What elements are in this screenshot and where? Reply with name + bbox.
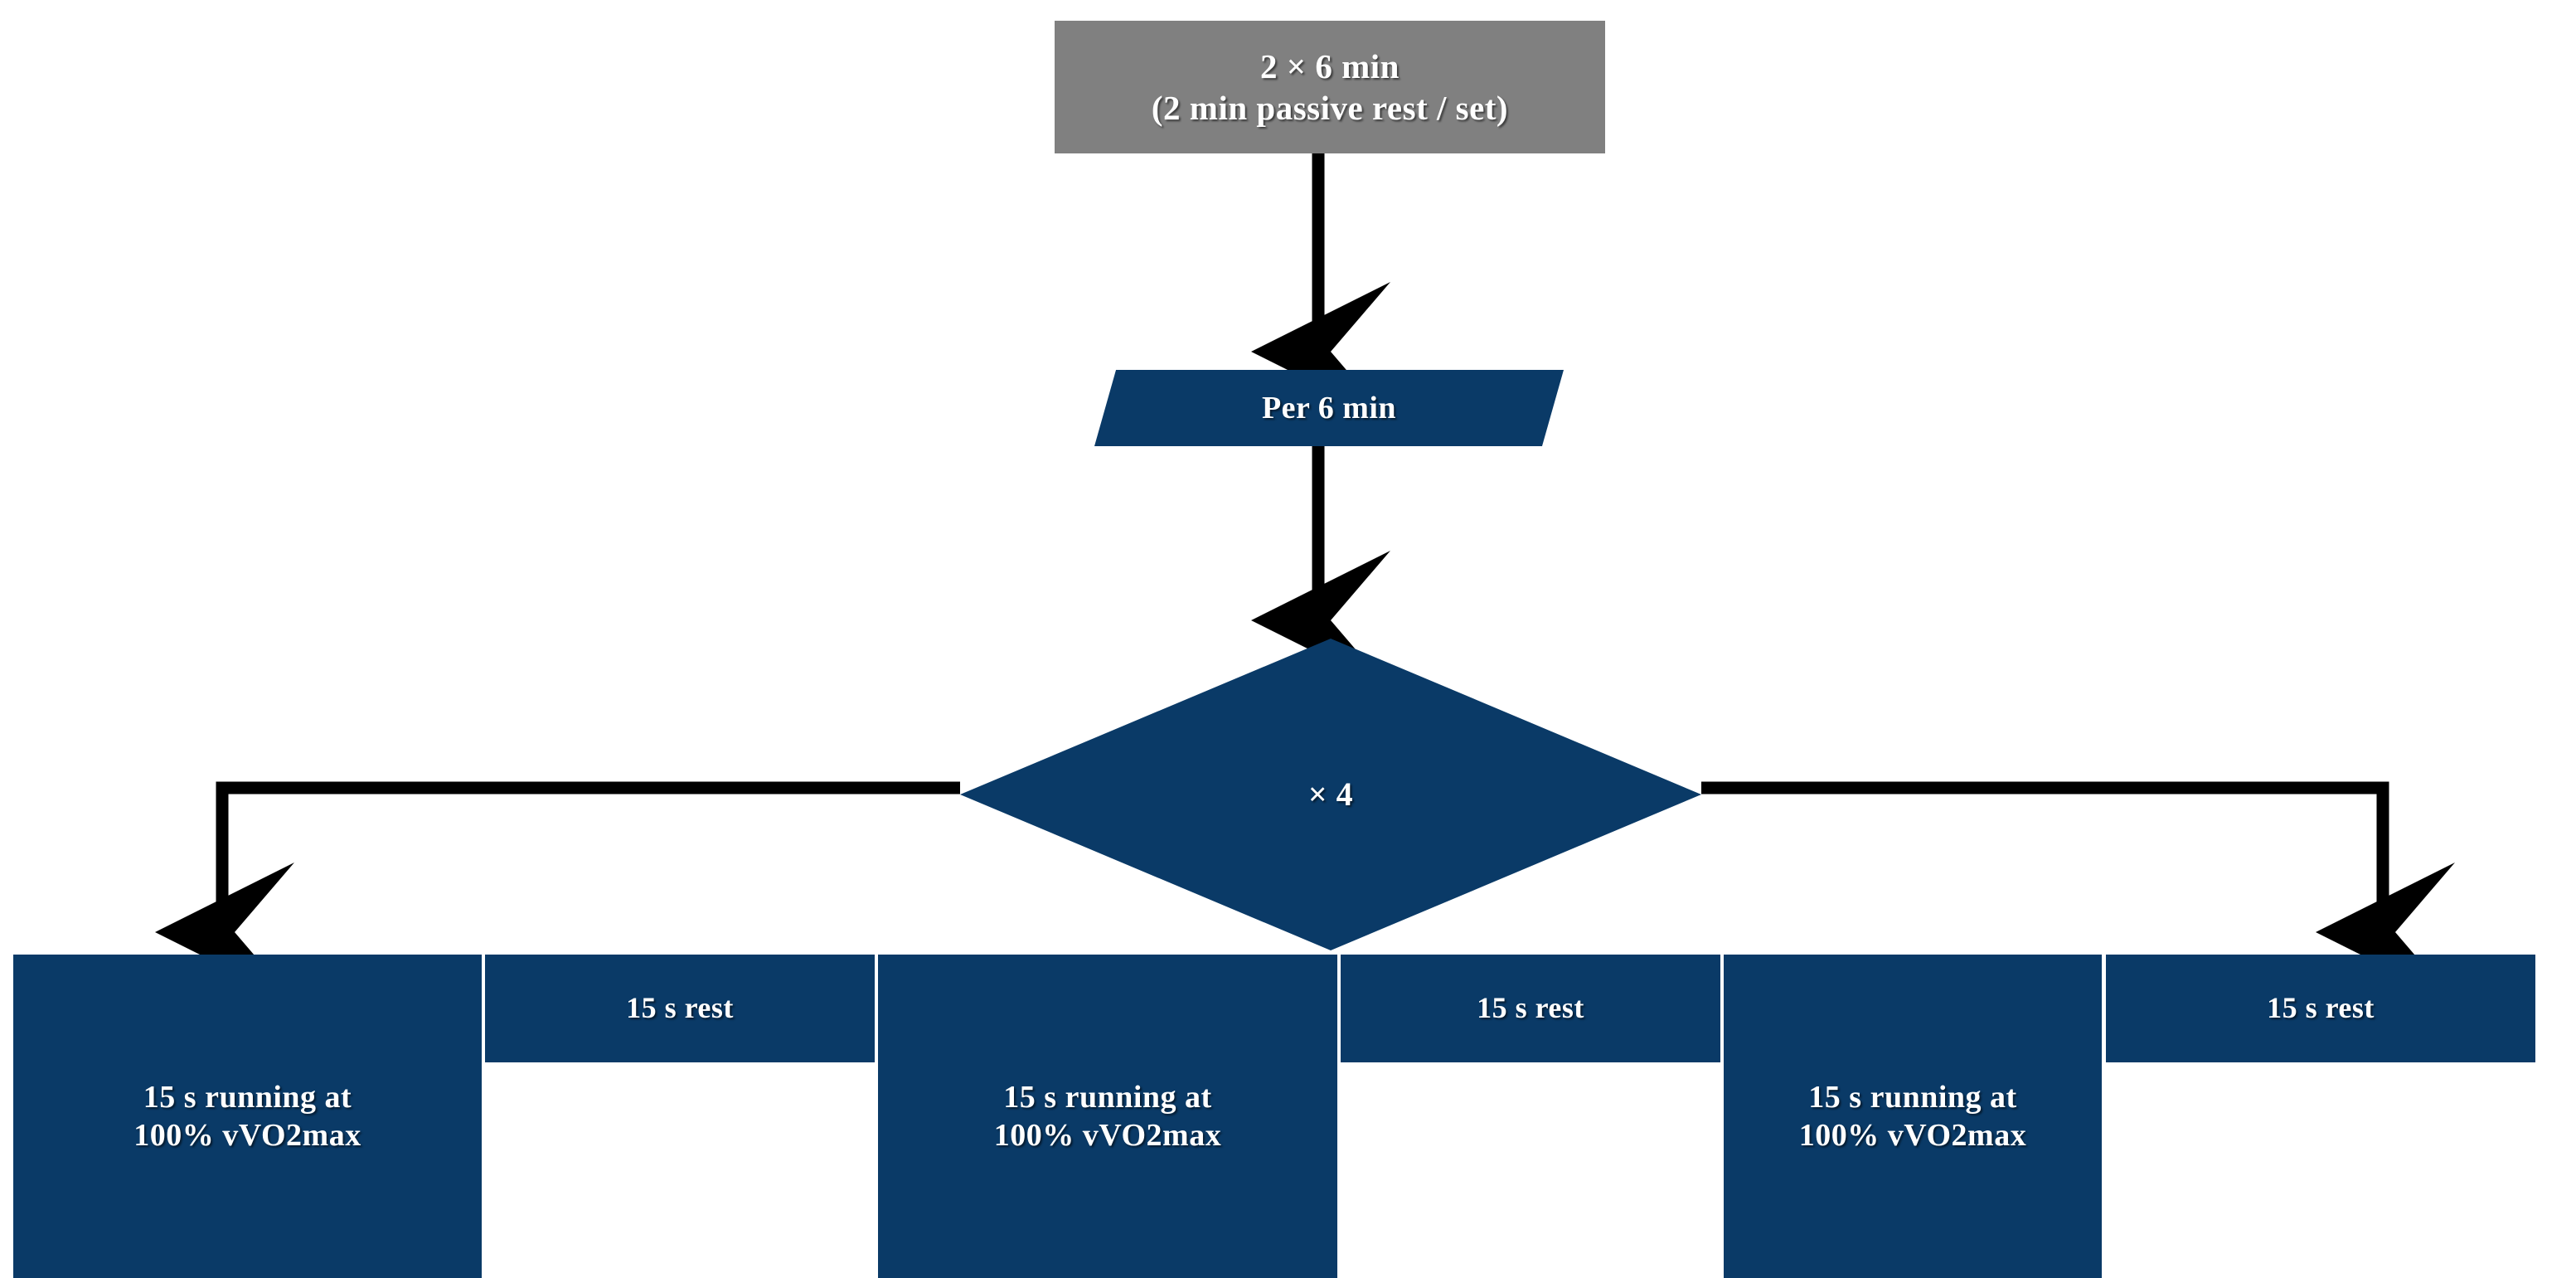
node-session-block[interactable]: 2 × 6 min (2 min passive rest / set) — [1055, 21, 1605, 153]
node-per-block[interactable]: Per 6 min — [1094, 370, 1564, 446]
node-rest-3-label: 15 s rest — [2267, 991, 2375, 1025]
parallelogram-shape — [1094, 370, 1564, 446]
node-run-2[interactable]: 15 s running at 100% vVO2max — [878, 955, 1337, 1278]
node-rest-1-label: 15 s rest — [626, 991, 734, 1025]
node-repeat-decision-label: × 4 — [1307, 775, 1354, 813]
arrow-repeat-right-branch — [1701, 781, 2455, 1002]
node-per-block-label: Per 6 min — [1261, 390, 1397, 425]
node-rest-2-label: 15 s rest — [1477, 991, 1584, 1025]
node-run-3[interactable]: 15 s running at 100% vVO2max — [1724, 955, 2102, 1278]
node-run-1[interactable]: 15 s running at 100% vVO2max — [13, 955, 482, 1278]
node-run-3-label: 15 s running at 100% vVO2max — [1798, 1079, 2027, 1153]
node-rest-2[interactable]: 15 s rest — [1341, 955, 1720, 1062]
node-run-1-label: 15 s running at 100% vVO2max — [133, 1079, 361, 1153]
node-session-block-label: 2 × 6 min (2 min passive rest / set) — [1151, 46, 1509, 127]
node-rest-1[interactable]: 15 s rest — [485, 955, 875, 1062]
node-rest-3[interactable]: 15 s rest — [2106, 955, 2535, 1062]
arrow-repeat-left-branch — [155, 781, 960, 1002]
node-run-2-label: 15 s running at 100% vVO2max — [993, 1079, 1222, 1153]
node-repeat-decision[interactable]: × 4 — [960, 639, 1701, 950]
